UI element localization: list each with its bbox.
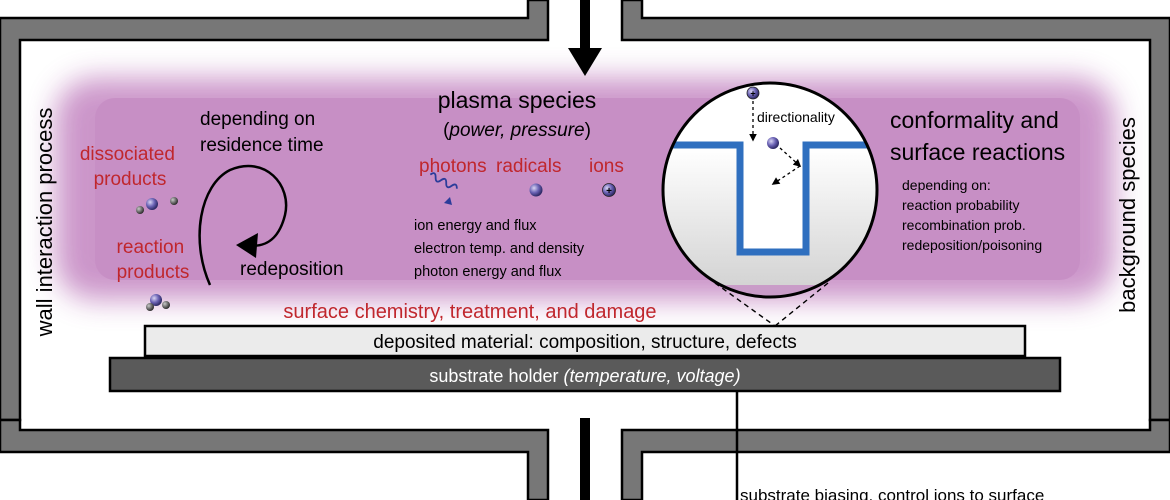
background-species-label: background species bbox=[1115, 117, 1140, 313]
magnifier-lines bbox=[714, 282, 829, 327]
substrate-holder bbox=[108, 356, 1062, 393]
substrate-cross-section bbox=[663, 148, 877, 297]
deposited-material-label: deposited material: composition, structu… bbox=[373, 332, 796, 353]
svg-text:+: + bbox=[606, 186, 612, 197]
substrate-biasing-label: substrate biasing, control ions to surfa… bbox=[740, 486, 1044, 500]
substrate-holder-label: substrate holder (temperature, voltage) bbox=[429, 366, 740, 386]
trench-conformal-film bbox=[663, 141, 877, 256]
conformality-title: conformality and surface reactions bbox=[890, 107, 1065, 165]
ions-label: ions bbox=[589, 156, 624, 177]
reaction-products-label: reaction products bbox=[117, 237, 190, 283]
directionality-label: directionality bbox=[757, 109, 835, 125]
dissociated-products-molecule-icon bbox=[136, 197, 178, 214]
ion-particle-icon bbox=[746, 86, 760, 100]
gas-inlet-arrow bbox=[568, 0, 602, 76]
surface-chemistry-label: surface chemistry, treatment, and damage bbox=[283, 301, 656, 323]
conformality-factors: depending on: reaction probability recom… bbox=[902, 177, 1042, 253]
dissociated-products-label: dissociated products bbox=[80, 144, 180, 190]
pump-outlet-bar bbox=[580, 418, 590, 500]
residence-time-label: depending on residence time bbox=[200, 109, 324, 156]
wall-interaction-label: wall interaction process bbox=[32, 108, 57, 338]
ion-icon bbox=[602, 183, 616, 197]
plasma-species-title: plasma species bbox=[438, 87, 597, 113]
radicals-label: radicals bbox=[496, 156, 561, 177]
photons-label: photons bbox=[419, 156, 487, 177]
trench-zoom-circle: + directionality bbox=[661, 81, 879, 299]
chamber-wall-upper-right bbox=[620, 0, 1170, 422]
chamber-wall-lower-left bbox=[0, 418, 550, 500]
radical-particle-icon bbox=[767, 137, 779, 149]
radical-icon bbox=[529, 183, 543, 197]
chamber-wall-lower-right bbox=[620, 418, 1170, 500]
redeposition-label: redeposition bbox=[240, 259, 344, 280]
svg-text:+: + bbox=[750, 89, 755, 99]
deposited-material-layer bbox=[143, 324, 1027, 358]
recirculation-loop bbox=[198, 164, 288, 286]
reaction-products-molecule-icon bbox=[146, 294, 170, 311]
plasma-properties-list: ion energy and flux electron temp. and d… bbox=[414, 218, 588, 280]
plasma-species-subtitle: (power, pressure) bbox=[443, 120, 591, 141]
photon-wave-icon bbox=[429, 172, 458, 189]
photon-arrowhead bbox=[444, 197, 452, 205]
